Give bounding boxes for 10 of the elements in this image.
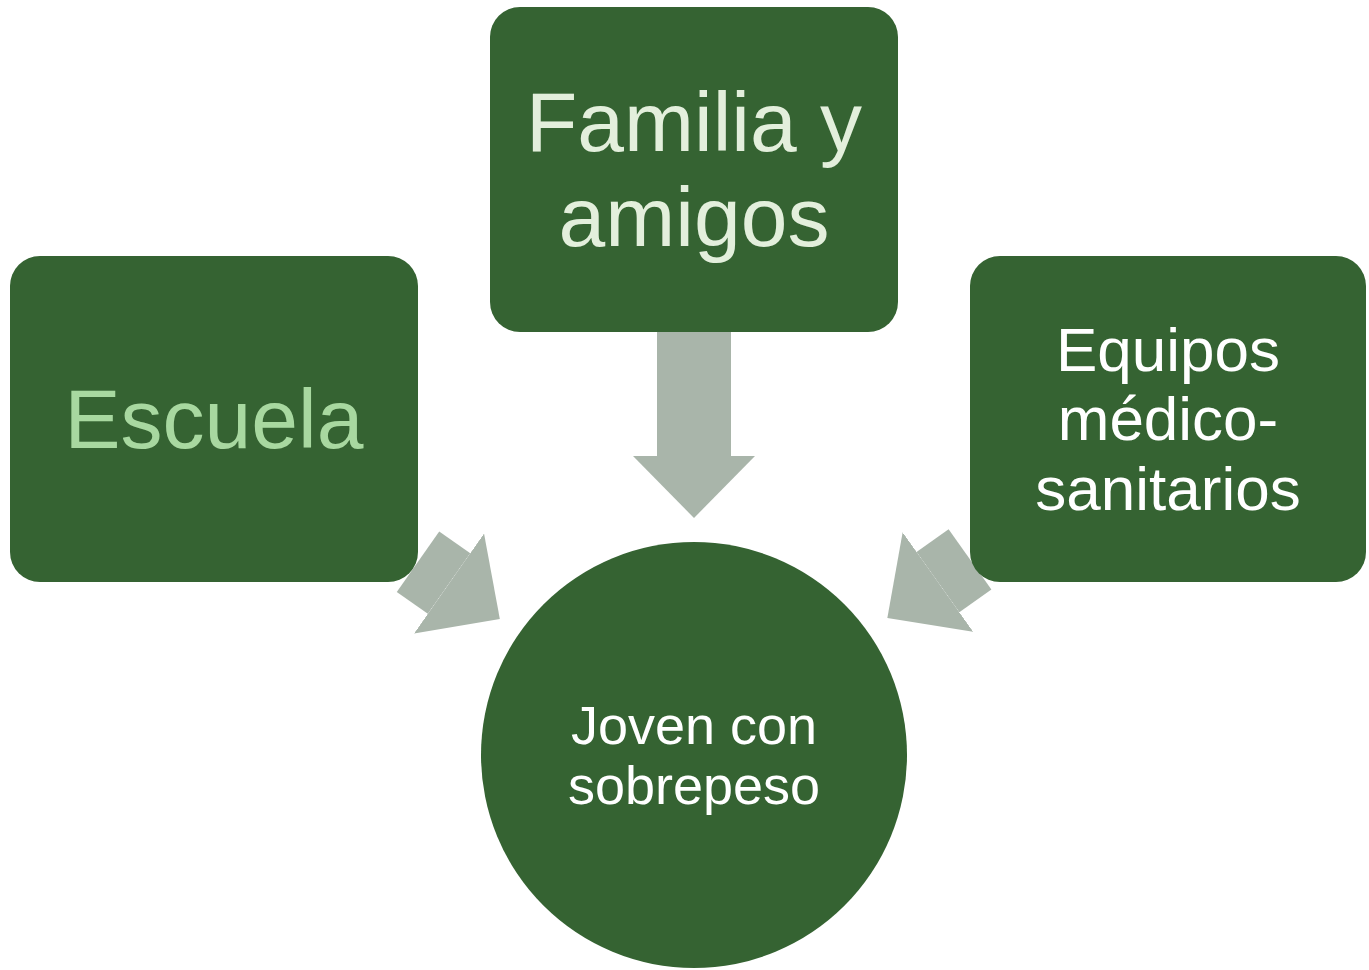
block-arrow (887, 529, 992, 632)
block-arrow (633, 332, 755, 518)
node-label: Escuela (64, 371, 364, 467)
rounded-box (490, 7, 898, 332)
block-arrow (396, 531, 500, 634)
rounded-box (10, 256, 418, 582)
node-label: Equipos médico-sanitarios (1034, 314, 1302, 524)
rounded-box (970, 256, 1366, 582)
node-label: Familia y amigos (524, 75, 863, 264)
node-label: Joven con sobrepeso (566, 694, 822, 816)
